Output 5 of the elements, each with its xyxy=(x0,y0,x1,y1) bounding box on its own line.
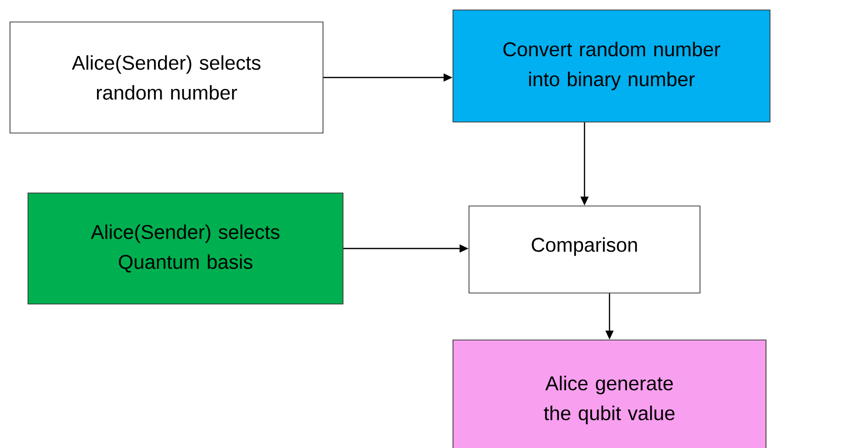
process-box: Convert random number into binary number xyxy=(452,10,770,122)
comparison-box: Comparison xyxy=(468,206,700,294)
process-box: Alice(Sender) selects Quantum basis xyxy=(28,192,344,304)
process-box: Alice(Sender) selects random number xyxy=(10,22,324,134)
result-box: Alice generate the qubit value xyxy=(452,340,766,448)
